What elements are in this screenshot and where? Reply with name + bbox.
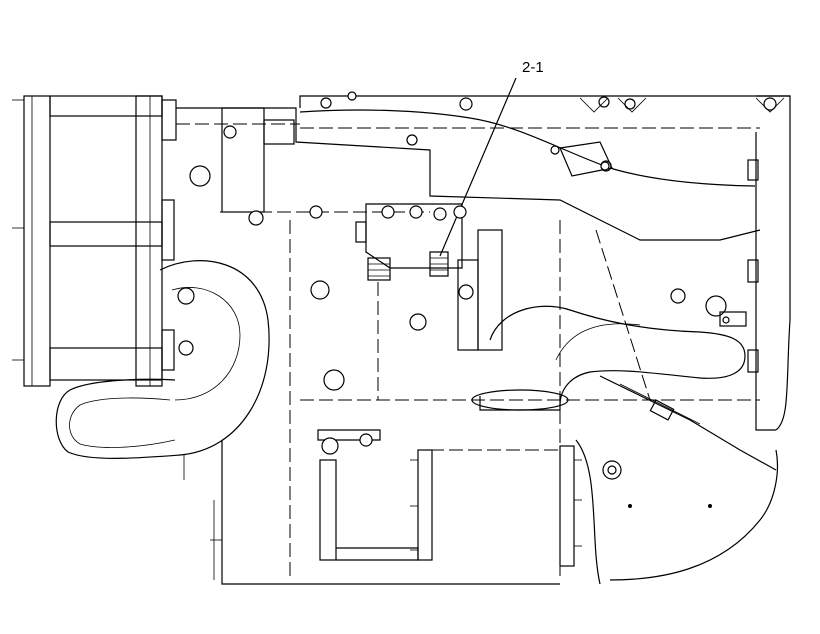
middle-pipe [471,305,777,471]
callout-label-2-1: 2-1 [522,59,544,76]
left-flange [12,95,177,387]
valve-block [355,203,467,400]
top-bolt-row [299,91,790,172]
right-housing [550,95,791,431]
callout-leader-line [439,77,517,257]
sensor-port [429,251,449,277]
upper-manifold [176,107,761,241]
central-plate [289,220,760,580]
elbow-pipe [55,260,270,459]
lower-housing [183,429,779,585]
